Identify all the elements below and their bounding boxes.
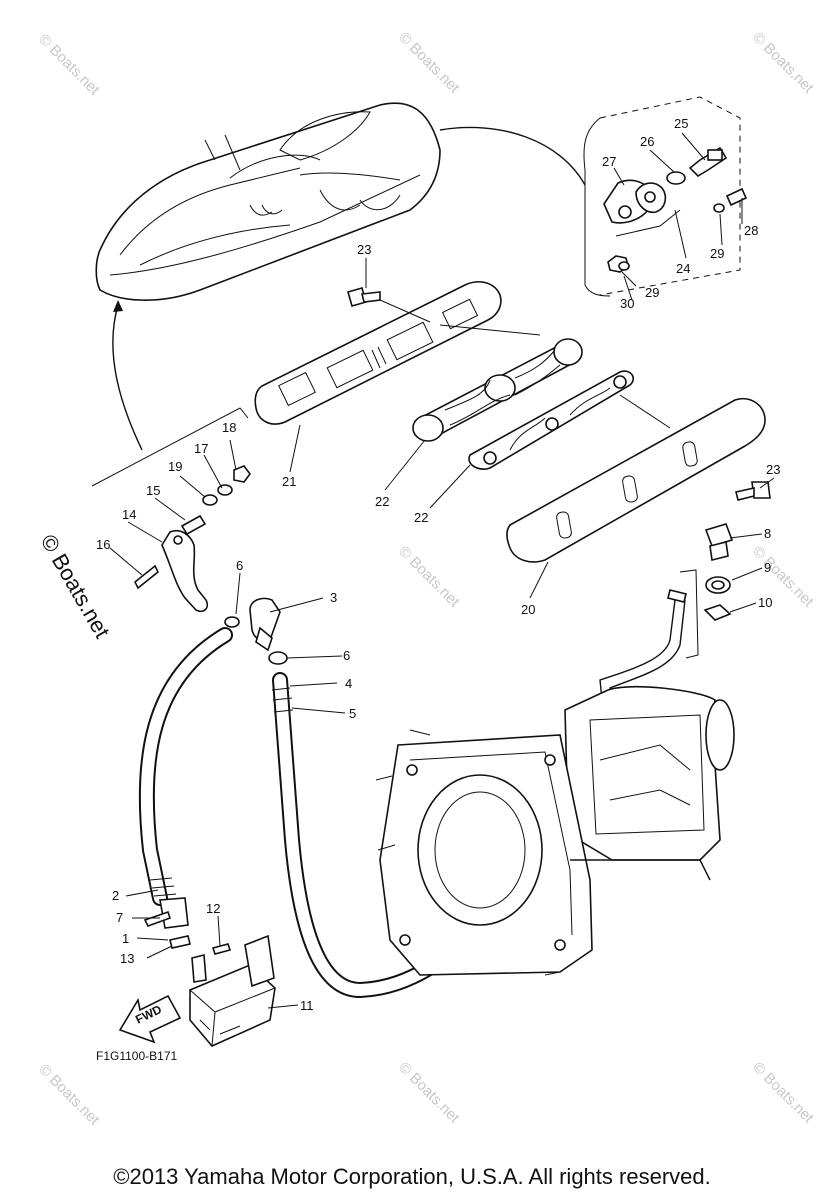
bolt-23-right — [735, 481, 771, 501]
callout-26: 26 — [640, 134, 654, 149]
watermark-tc: © Boats.net — [395, 29, 463, 97]
plate-20 — [506, 398, 766, 563]
callout-8: 8 — [764, 526, 771, 541]
callout-24: 24 — [676, 261, 690, 276]
leader-lines — [109, 132, 775, 1009]
watermark-ml: © Boats.net — [395, 543, 463, 611]
callout-16: 16 — [96, 537, 110, 552]
callout-17: 17 — [194, 441, 208, 456]
pipe — [599, 599, 686, 703]
callout-15: 15 — [146, 483, 160, 498]
housing-casting — [564, 685, 735, 861]
figure-code: F1G1100-B171 — [96, 1049, 177, 1063]
watermark-br: © Boats.net — [749, 1059, 817, 1127]
clamp-10 — [703, 604, 732, 621]
bracket-plate-21 — [254, 281, 502, 425]
washer-19 — [202, 494, 218, 506]
callout-13: 13 — [120, 951, 134, 966]
callout-12: 12 — [206, 901, 220, 916]
callout-30: 30 — [620, 296, 634, 311]
callout-6b: 6 — [343, 648, 350, 663]
callout-9: 9 — [764, 560, 771, 575]
callout-5: 5 — [349, 706, 356, 721]
watermark-bc: © Boats.net — [395, 1059, 463, 1127]
callout-14: 14 — [122, 507, 136, 522]
callout-25: 25 — [674, 116, 688, 131]
callout-6a: 6 — [236, 558, 243, 573]
fwd-arrow: FWD — [118, 994, 182, 1044]
control-box-11 — [189, 934, 276, 1047]
callout-29b: 29 — [645, 285, 659, 300]
callout-29a: 29 — [710, 246, 724, 261]
callout-3: 3 — [330, 590, 337, 605]
bracket-14 — [161, 529, 209, 613]
watermark-bl: © Boats.net — [35, 1061, 103, 1129]
copyright-notice: ©2013 Yamaha Motor Corporation, U.S.A. A… — [113, 1164, 711, 1189]
bolt-23-top — [347, 287, 381, 307]
callout-18: 18 — [222, 420, 236, 435]
nut-18 — [233, 465, 251, 483]
watercraft-illustration — [95, 102, 586, 301]
callout-22a: 22 — [375, 494, 389, 509]
damper-bar-22b — [468, 370, 635, 470]
leader-arrow — [112, 304, 143, 451]
engine-casting — [375, 729, 711, 976]
callout-10: 10 — [758, 595, 772, 610]
callout-2: 2 — [112, 888, 119, 903]
callout-11: 11 — [300, 998, 314, 1013]
callout-1: 1 — [122, 931, 129, 946]
callout-labels: 1 2 3 4 5 6 6 7 8 9 10 11 12 13 14 15 16… — [96, 116, 780, 1013]
dampers-22 — [412, 338, 583, 442]
callout-23a: 23 — [357, 242, 371, 257]
valve-3 — [224, 597, 288, 665]
callout-7: 7 — [116, 910, 123, 925]
bracket-group-box — [91, 407, 249, 487]
callout-4: 4 — [345, 676, 352, 691]
watermark-tl: © Boats.net — [35, 31, 103, 99]
detail-box — [583, 96, 748, 297]
callout-27: 27 — [602, 154, 616, 169]
callout-23b: 23 — [766, 462, 780, 477]
watermark-tr: © Boats.net — [749, 29, 817, 97]
callout-21: 21 — [282, 474, 296, 489]
callout-28: 28 — [744, 223, 758, 238]
bolt-16 — [133, 564, 160, 590]
callout-20: 20 — [521, 602, 535, 617]
drain-plug-8 — [704, 523, 734, 561]
callout-19: 19 — [168, 459, 182, 474]
arrow-head — [113, 300, 123, 312]
callout-22b: 22 — [414, 510, 428, 525]
washer-17 — [217, 484, 233, 496]
bolt-15 — [180, 514, 207, 536]
